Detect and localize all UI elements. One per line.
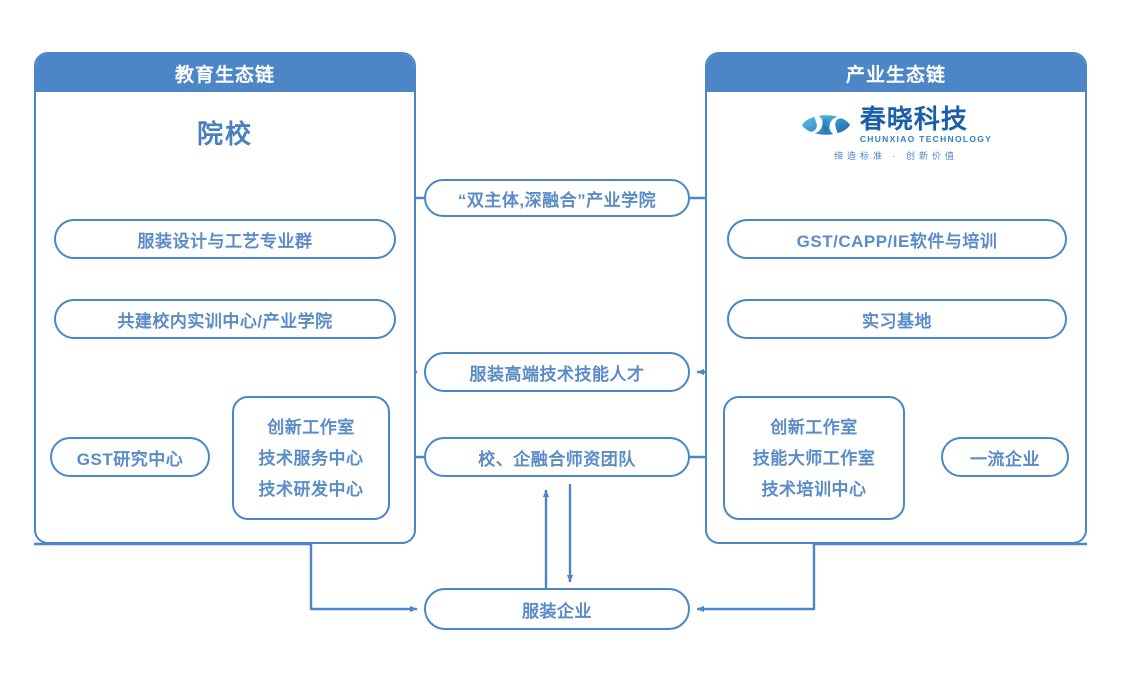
node-internship-base-label: 实习基地 — [862, 311, 932, 331]
node-top-enterprise[interactable]: 一流企业 — [941, 437, 1069, 477]
education-panel-header: 教育生态链 — [36, 54, 414, 92]
node-faculty-team[interactable]: 校、企融合师资团队 — [424, 437, 690, 477]
node-industry-college[interactable]: “双主体,深融合”产业学院 — [424, 179, 690, 217]
node-internship-base[interactable]: 实习基地 — [727, 299, 1067, 339]
node-left-studio-line2: 技术服务中心 — [258, 448, 364, 468]
wire-right-studio-to-apparel — [696, 520, 816, 613]
wire-left-studio-to-apparel — [309, 520, 418, 613]
logo-name-cn: 春晓科技 — [859, 104, 968, 134]
node-right-studio-line1: 创新工作室 — [770, 417, 858, 437]
logo-name-en: CHUNXIAO TECHNOLOGY — [859, 134, 993, 144]
node-left-studio-line3: 技术研发中心 — [258, 479, 364, 499]
node-industry-college-label: “双主体,深融合”产业学院 — [457, 190, 657, 210]
chunxiao-eye-logo-icon — [801, 114, 850, 136]
node-talent-label: 服装高端技术技能人才 — [469, 364, 645, 384]
node-major-group[interactable]: 服装设计与工艺专业群 — [54, 219, 396, 259]
node-gst-research-center[interactable]: GST研究中心 — [50, 437, 210, 477]
node-software-training[interactable]: GST/CAPP/IE软件与培训 — [727, 219, 1067, 259]
node-talent[interactable]: 服装高端技术技能人才 — [424, 352, 690, 392]
industry-panel-body: 春晓科技 CHUNXIAO TECHNOLOGY 缔造标准 · 创新价值 — [707, 92, 1085, 542]
industry-panel-header: 产业生态链 — [707, 54, 1085, 92]
node-left-studio-line1: 创新工作室 — [267, 417, 355, 437]
node-apparel-enterprise-label: 服装企业 — [522, 601, 592, 621]
node-right-studio[interactable]: 创新工作室 技能大师工作室 技术培训中心 — [723, 396, 905, 520]
education-panel-title: 院校 — [196, 119, 253, 149]
chunxiao-logo: 春晓科技 CHUNXIAO TECHNOLOGY 缔造标准 · 创新价值 — [707, 106, 1085, 162]
logo-primary-row: 春晓科技 CHUNXIAO TECHNOLOGY — [800, 106, 992, 144]
node-apparel-enterprise[interactable]: 服装企业 — [424, 588, 690, 630]
logo-slogan: 缔造标准 · 创新价值 — [834, 150, 958, 161]
node-training-center-label: 共建校内实训中心/产业学院 — [117, 311, 333, 331]
node-software-training-label: GST/CAPP/IE软件与培训 — [796, 231, 998, 251]
node-left-studio[interactable]: 创新工作室 技术服务中心 技术研发中心 — [232, 396, 390, 520]
node-major-group-label: 服装设计与工艺专业群 — [137, 231, 313, 251]
node-top-enterprise-label: 一流企业 — [970, 449, 1040, 469]
node-faculty-team-label: 校、企融合师资团队 — [478, 449, 636, 469]
education-panel-body: 院校 — [36, 92, 414, 542]
node-right-studio-line3: 技术培训中心 — [761, 479, 867, 499]
logo-wordmark: 春晓科技 CHUNXIAO TECHNOLOGY — [860, 106, 992, 144]
node-training-center[interactable]: 共建校内实训中心/产业学院 — [54, 299, 396, 339]
node-right-studio-line2: 技能大师工作室 — [752, 448, 876, 468]
node-gst-research-center-label: GST研究中心 — [76, 449, 184, 469]
